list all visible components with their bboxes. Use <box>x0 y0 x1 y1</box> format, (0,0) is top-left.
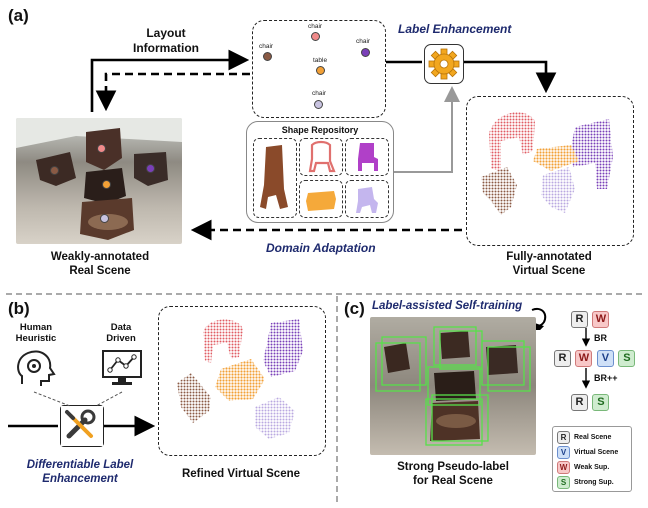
layout-label-chair-top: chair <box>308 23 323 30</box>
chip-weak: W <box>575 350 593 367</box>
chip-real: R <box>554 350 571 367</box>
repo-chair-brown <box>253 138 297 218</box>
legend-text-weak: Weak Sup. <box>574 464 610 471</box>
layout-dot-chair-left <box>263 52 272 61</box>
panel-b-arrows <box>8 391 156 437</box>
weakly-annotated-label: Weakly-annotated Real Scene <box>50 251 150 277</box>
chip-row-3: R S <box>571 392 610 411</box>
differentiable-label: Differentiable Label Enhancement <box>26 459 134 485</box>
chip-virtual: V <box>596 350 614 367</box>
layout-dot-table <box>316 66 325 75</box>
panel-a-arrows <box>90 49 557 241</box>
refined-chair-lavender <box>255 397 295 439</box>
chip-row-1: R W <box>571 309 610 328</box>
layout-dot-chair-bottom <box>314 100 323 109</box>
legend-text-real: Real Scene <box>574 434 612 441</box>
panel-c-label: (c) <box>344 299 365 318</box>
panel-a-label: (a) <box>8 6 29 25</box>
virtual-chair-brown <box>481 167 517 215</box>
repo-chair-lavender <box>345 180 389 218</box>
real-dot-chair-top <box>97 144 106 153</box>
domain-adaptation-label: Domain Adaptation <box>266 241 376 255</box>
repo-table-orange <box>299 180 343 218</box>
chip-strong: S <box>592 394 610 411</box>
legend-text-strong: Strong Sup. <box>574 479 614 486</box>
chip-row-2: R W V S <box>554 348 636 367</box>
virtual-scene-box <box>466 96 634 246</box>
layout-label-chair-right: chair <box>356 38 371 45</box>
chip-real: R <box>571 311 588 328</box>
legend: R Real Scene V Virtual Scene W Weak Sup.… <box>552 426 632 492</box>
pseudo-label-photo <box>370 317 536 455</box>
label-enhancement-label: Label Enhancement <box>398 22 512 36</box>
panel-b-label: (b) <box>8 299 30 318</box>
refined-virtual-scene-label: Refined Virtual Scene <box>181 468 301 480</box>
real-dot-chair-right <box>146 164 155 173</box>
refined-scene-box <box>158 306 326 456</box>
virtual-table-orange <box>533 145 579 171</box>
human-heuristic-label: Human Heuristic <box>15 322 57 344</box>
br-label: BR <box>594 333 607 343</box>
self-training-label: Label-assisted Self-training <box>372 300 523 312</box>
chip-weak: W <box>592 311 610 328</box>
repo-chair-purple <box>345 138 389 176</box>
legend-chip-weak: W <box>557 461 570 474</box>
chip-strong: S <box>618 350 636 367</box>
legend-item: V Virtual Scene <box>557 445 627 460</box>
virtual-chair-purple <box>571 119 613 189</box>
fully-annotated-label: Fully-annotated Virtual Scene <box>506 251 592 277</box>
monitor-chart-icon <box>100 348 144 388</box>
real-scene-photo <box>16 118 182 244</box>
legend-text-virtual: Virtual Scene <box>574 449 619 456</box>
refined-chair-purple <box>263 319 303 377</box>
shape-repository-title: Shape Repository <box>281 125 359 135</box>
tools-icon <box>60 405 104 447</box>
legend-chip-real: R <box>557 431 570 444</box>
data-driven-label: Data Driven <box>106 322 136 344</box>
shape-repository-box: Shape Repository <box>246 121 394 223</box>
repo-chair-red <box>299 138 343 176</box>
vertical-divider <box>336 296 338 502</box>
legend-item: S Strong Sup. <box>557 475 627 490</box>
real-dot-chair-left <box>50 166 59 175</box>
strong-pseudo-label: Strong Pseudo-label for Real Scene <box>397 461 509 487</box>
legend-item: R Real Scene <box>557 430 627 445</box>
bounding-boxes <box>375 326 531 446</box>
layout-label-table: table <box>313 57 328 64</box>
gear-icon <box>424 44 464 84</box>
virtual-chair-lavender <box>541 167 575 213</box>
chip-real: R <box>571 394 588 411</box>
legend-chip-virtual: V <box>557 446 570 459</box>
layout-information-label: Layout Information <box>133 26 199 55</box>
layout-dot-chair-right <box>361 48 370 57</box>
chip-flow-arrows <box>581 328 591 389</box>
layout-label-chair-bottom: chair <box>312 90 327 97</box>
refined-chair-red <box>203 319 243 363</box>
refined-chair-brown <box>177 373 211 423</box>
refined-table-orange <box>215 359 265 401</box>
head-gear-icon <box>14 348 56 388</box>
layout-dot-chair-top <box>311 32 320 41</box>
legend-chip-strong: S <box>557 476 570 489</box>
virtual-chair-red <box>489 112 535 171</box>
real-dot-chair-bottom <box>100 214 109 223</box>
layout-label-chair-left: chair <box>259 43 274 50</box>
real-dot-table <box>102 180 111 189</box>
horizontal-divider <box>6 293 642 295</box>
legend-item: W Weak Sup. <box>557 460 627 475</box>
br-plus-plus-label: BR++ <box>594 373 618 383</box>
layout-box: chair chair chair table chair <box>252 20 386 118</box>
